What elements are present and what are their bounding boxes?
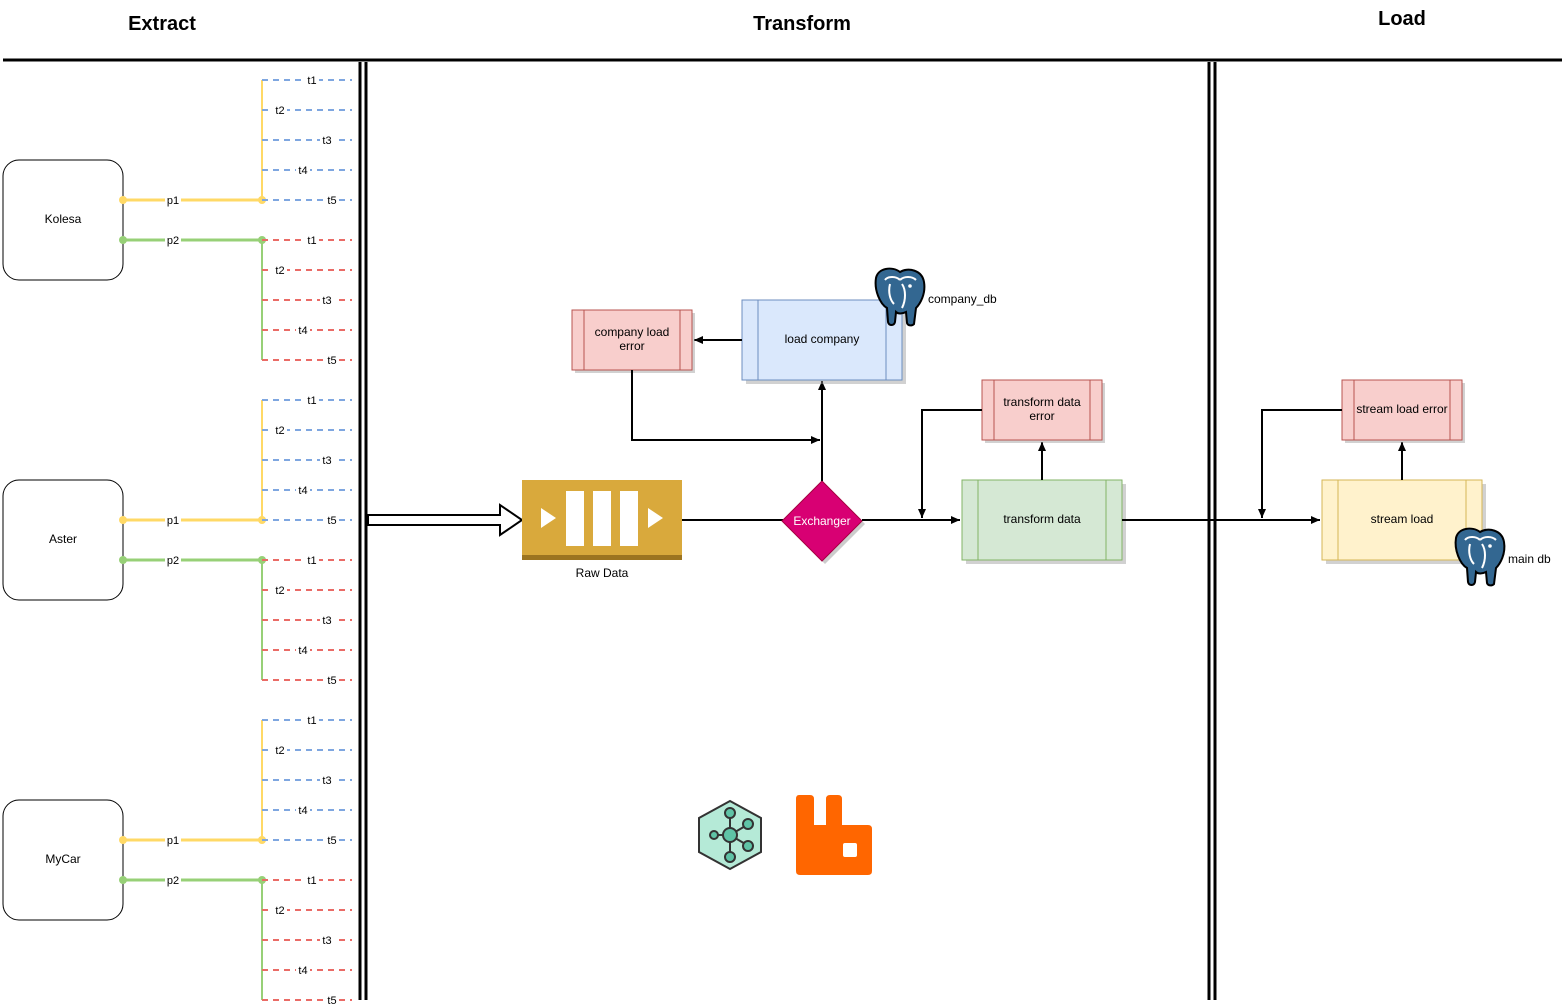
transform-header: Transform (753, 13, 851, 35)
exchanger-label: Exchanger (793, 514, 850, 528)
postgresql-elephant-icon (1454, 527, 1506, 587)
partition-source-dot (119, 876, 127, 884)
raw-data-label: Raw Data (576, 566, 629, 580)
extract-header: Extract (128, 13, 196, 35)
topic-label: t1 (307, 875, 316, 887)
topic-label: t3 (322, 615, 331, 627)
topic-label: t2 (275, 745, 284, 757)
topic-label: t5 (327, 835, 336, 847)
topic-label: t3 (322, 295, 331, 307)
transform-data-node[interactable]: transform data (961, 479, 1126, 564)
postgresql-elephant-icon (874, 267, 926, 327)
kafka-hexagon-icon (698, 799, 762, 871)
topic-label: t4 (298, 165, 307, 177)
extract-to-queue-arrow (367, 503, 524, 537)
topic-label: t4 (298, 325, 307, 337)
partition-label: p2 (167, 235, 179, 247)
partition-source-dot (119, 236, 127, 244)
topic-label: t1 (307, 75, 316, 87)
transform-data-error-node[interactable]: transform data error (981, 379, 1105, 443)
topic-label: t5 (327, 195, 336, 207)
transform-data-error-label-line2: error (1029, 409, 1054, 423)
source-box-aster[interactable] (2, 479, 124, 601)
company-load-error-label-line1: company load (595, 325, 670, 339)
partition-label: p1 (167, 835, 179, 847)
stream-load-error-node[interactable]: stream load error (1341, 379, 1465, 443)
source-box-mycar[interactable] (2, 799, 124, 921)
topic-label: t3 (322, 455, 331, 467)
topic-label: t1 (307, 715, 316, 727)
topic-label: t1 (307, 555, 316, 567)
stream-error-retry-edge (1258, 409, 1342, 518)
stream-load-label: stream load (1371, 512, 1434, 526)
company-db: company_db (874, 267, 997, 327)
company-db-label: company_db (928, 292, 997, 306)
topic-label: t3 (322, 935, 331, 947)
topic-label: t2 (275, 425, 284, 437)
topic-label: t1 (307, 395, 316, 407)
load-company-node[interactable]: load company (741, 299, 906, 384)
exchanger-node[interactable]: Exchanger (781, 480, 865, 564)
load-header: Load (1378, 8, 1426, 30)
topic-label: t2 (275, 585, 284, 597)
topic-label: t4 (298, 645, 307, 657)
source-group-kolesa: Kolesa p1 t1 t2 t3 t4 t5 p2 t1 t2 t3 t4 t5 (2, 73, 352, 367)
source-box-kolesa[interactable] (2, 159, 124, 281)
transform-data-error-label-line1: transform data (1003, 395, 1081, 409)
topic-label: t5 (327, 995, 336, 1007)
topic-label: t2 (275, 105, 284, 117)
load-company-label: load company (785, 332, 860, 346)
company-error-retry-edge (631, 370, 820, 444)
transform-error-retry-edge (918, 409, 982, 518)
source-label-aster: Aster (49, 532, 77, 546)
topic-label: t1 (307, 235, 316, 247)
source-label-mycar: MyCar (45, 852, 80, 866)
company-load-error-node[interactable]: company load error (571, 309, 695, 373)
partition-source-dot (119, 516, 127, 524)
source-label-kolesa: Kolesa (45, 212, 82, 226)
stream-load-error-label: stream load error (1356, 402, 1447, 416)
topic-label: t3 (322, 135, 331, 147)
partition-label: p1 (167, 195, 179, 207)
partition-source-dot (119, 556, 127, 564)
main-db: main db (1454, 527, 1551, 587)
topic-label: t5 (327, 355, 336, 367)
topic-label: t5 (327, 515, 336, 527)
partition-source-dot (119, 196, 127, 204)
topic-label: t5 (327, 675, 336, 687)
transform-data-label: transform data (1003, 512, 1081, 526)
partition-label: p2 (167, 875, 179, 887)
topic-label: t3 (322, 775, 331, 787)
source-group-mycar: MyCar p1 t1 t2 t3 t4 t5 p2 t1 t2 t3 t4 t5 (2, 713, 352, 1007)
topic-label: t2 (275, 905, 284, 917)
source-group-aster: Aster p1 t1 t2 t3 t4 t5 p2 t1 t2 t3 t4 t5 (2, 393, 352, 687)
main-db-label: main db (1508, 552, 1551, 566)
partition-label: p1 (167, 515, 179, 527)
partition-label: p2 (167, 555, 179, 567)
topic-label: t4 (298, 965, 307, 977)
raw-data-queue[interactable]: Raw Data (522, 480, 682, 580)
topic-label: t2 (275, 265, 284, 277)
partition-source-dot (119, 836, 127, 844)
company-load-error-label-line2: error (619, 339, 644, 353)
rabbitmq-icon (796, 795, 872, 875)
topic-label: t4 (298, 805, 307, 817)
topic-label: t4 (298, 485, 307, 497)
